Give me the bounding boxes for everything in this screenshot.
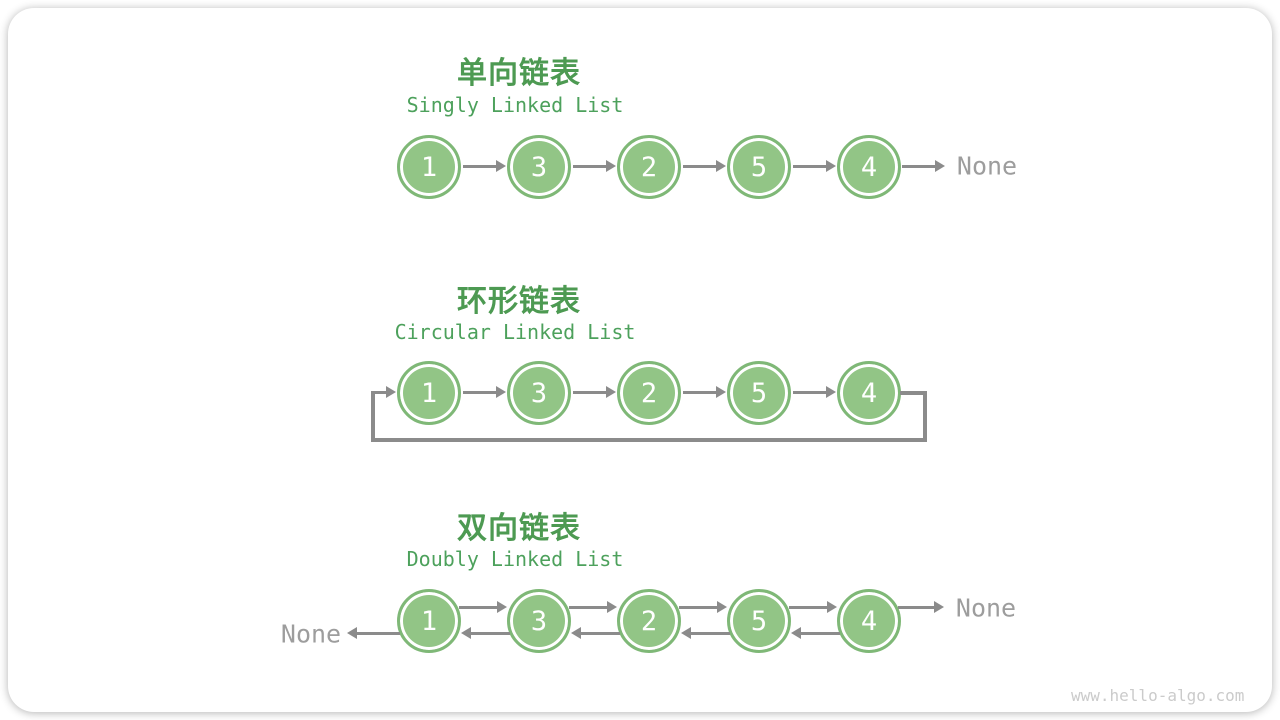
- circular-node-2: 3: [507, 361, 571, 425]
- doubly-node-2: 3: [507, 589, 571, 653]
- loop-segment-right-vertical: [923, 391, 927, 442]
- node-value: 5: [750, 605, 768, 637]
- null-pointer-arrow-icon: [902, 160, 945, 172]
- loop-segment-left-vertical: [371, 391, 375, 442]
- circular-title-zh: 环形链表: [457, 285, 581, 318]
- prev-pointer-arrow-icon: [571, 627, 620, 639]
- node-value: 3: [530, 605, 548, 637]
- node-value: 3: [530, 377, 548, 409]
- next-pointer-arrow-icon: [463, 160, 506, 172]
- tail-null-pointer-arrow-icon: [898, 601, 944, 613]
- node-value: 4: [860, 151, 878, 183]
- singly-node-1: 1: [397, 135, 461, 199]
- node-value: 5: [750, 151, 768, 183]
- next-pointer-arrow-icon: [569, 601, 617, 613]
- node-value: 4: [860, 377, 878, 409]
- node-value: 1: [420, 377, 438, 409]
- doubly-head-none-label: None: [280, 619, 342, 649]
- next-pointer-arrow-icon: [683, 160, 726, 172]
- node-value: 1: [420, 151, 438, 183]
- doubly-node-5: 4: [837, 589, 901, 653]
- next-pointer-arrow-icon: [793, 160, 836, 172]
- doubly-node-1: 1: [397, 589, 461, 653]
- singly-node-5: 4: [837, 135, 901, 199]
- doubly-node-3: 2: [617, 589, 681, 653]
- circular-node-4: 5: [727, 361, 791, 425]
- circular-node-1: 1: [397, 361, 461, 425]
- diagram-card: 单向链表 Singly Linked List 1 3 2 5 4 None 环…: [8, 8, 1272, 712]
- singly-title-zh: 单向链表: [457, 57, 581, 90]
- next-pointer-arrow-icon: [573, 386, 616, 398]
- doubly-node-4: 5: [727, 589, 791, 653]
- node-value: 2: [640, 605, 658, 637]
- watermark: www.hello-algo.com: [1071, 686, 1245, 705]
- prev-pointer-arrow-icon: [791, 627, 840, 639]
- node-value: 1: [420, 605, 438, 637]
- prev-pointer-arrow-icon: [461, 627, 510, 639]
- singly-node-3: 2: [617, 135, 681, 199]
- head-null-pointer-arrow-icon: [347, 627, 400, 639]
- singly-tail-none-label: None: [956, 151, 1018, 181]
- node-value: 5: [750, 377, 768, 409]
- prev-pointer-arrow-icon: [681, 627, 730, 639]
- next-pointer-arrow-icon: [459, 601, 507, 613]
- singly-node-2: 3: [507, 135, 571, 199]
- next-pointer-arrow-icon: [573, 160, 616, 172]
- doubly-title-zh: 双向链表: [457, 512, 581, 545]
- singly-title-en: Singly Linked List: [406, 93, 624, 117]
- doubly-title-en: Doubly Linked List: [406, 547, 624, 571]
- next-pointer-arrow-icon: [793, 386, 836, 398]
- loop-segment-bottom: [371, 438, 927, 442]
- next-pointer-arrow-icon: [463, 386, 506, 398]
- singly-node-4: 5: [727, 135, 791, 199]
- circular-node-3: 2: [617, 361, 681, 425]
- next-pointer-arrow-icon: [683, 386, 726, 398]
- node-value: 3: [530, 151, 548, 183]
- next-pointer-arrow-icon: [679, 601, 727, 613]
- node-value: 2: [640, 151, 658, 183]
- loop-segment-right-horizontal: [900, 391, 927, 395]
- loop-back-arrow-icon: [373, 386, 396, 398]
- next-pointer-arrow-icon: [789, 601, 837, 613]
- doubly-tail-none-label: None: [955, 593, 1017, 623]
- circular-title-en: Circular Linked List: [394, 320, 636, 344]
- node-value: 4: [860, 605, 878, 637]
- circular-node-5: 4: [837, 361, 901, 425]
- node-value: 2: [640, 377, 658, 409]
